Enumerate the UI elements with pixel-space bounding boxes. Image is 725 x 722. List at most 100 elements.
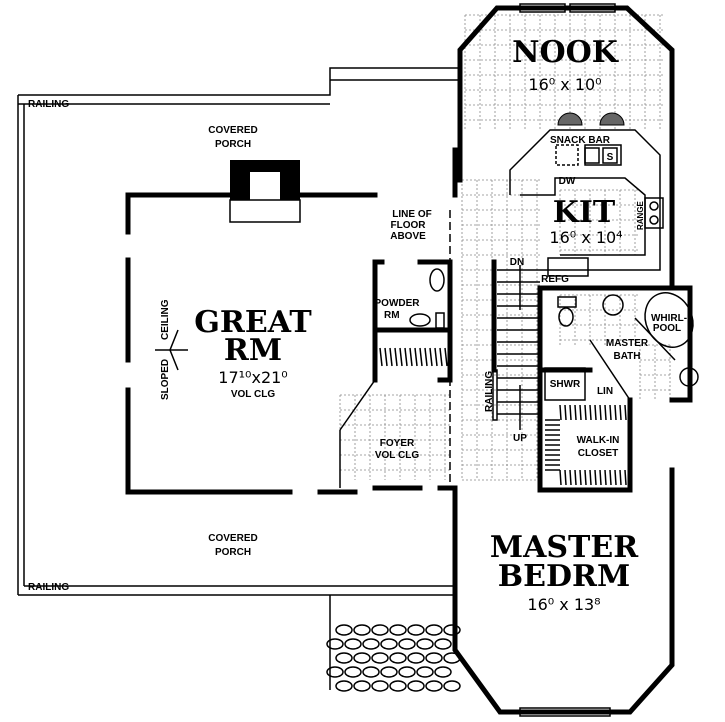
hanger (444, 347, 448, 367)
stone (362, 638, 380, 650)
range-label: RANGE (636, 200, 645, 230)
porch-label: PORCH (215, 547, 251, 558)
snack-bar-label: SNACK BAR (550, 135, 611, 146)
room-dim-kit: 16⁰ x 10⁴ (549, 228, 622, 247)
railing-label: RAILING (484, 371, 495, 412)
stone (389, 652, 407, 664)
hanger (594, 404, 597, 421)
stone (389, 624, 407, 636)
stone (326, 638, 344, 650)
hanger (589, 469, 592, 486)
hanger (439, 347, 443, 367)
hanger (394, 347, 398, 367)
line-of-floor-label: LINE OF (392, 209, 431, 220)
room-name-master-bedrm: MASTER (490, 530, 639, 565)
stone (380, 638, 398, 650)
covered-porch (17, 67, 460, 690)
hanger (424, 347, 428, 367)
porch-label: PORCH (215, 139, 251, 150)
stone (389, 680, 407, 692)
line-of-floor-label: ABOVE (390, 231, 426, 242)
hanger (419, 347, 423, 367)
hanger (604, 469, 607, 486)
whirlpool-label: POOL (653, 323, 681, 334)
hanger (559, 469, 562, 486)
stone (371, 652, 389, 664)
stone (407, 652, 425, 664)
fireplace (229, 160, 301, 223)
sloped-ceiling-label: SLOPED (160, 359, 171, 400)
hanger (429, 347, 433, 367)
hanger (579, 469, 582, 486)
stone (335, 652, 353, 664)
hanger (574, 469, 577, 486)
stone (416, 666, 434, 678)
stone (362, 666, 380, 678)
room-name-powder-rm: POWDER (375, 298, 421, 309)
sink-label: S (607, 152, 614, 163)
whirlpool-label: WHIRL- (651, 313, 687, 324)
room-name-walk-in-closet: CLOSET (578, 448, 619, 459)
stone (425, 680, 443, 692)
stone (371, 680, 389, 692)
hanger (584, 404, 587, 421)
room-dim-nook: 16⁰ x 10⁰ (528, 75, 601, 94)
hanger (384, 347, 388, 367)
stone (407, 624, 425, 636)
hanger (619, 469, 622, 486)
stone (353, 680, 371, 692)
stone (344, 666, 362, 678)
stone (335, 680, 353, 692)
dw-label: DW (559, 176, 576, 187)
hanger (379, 347, 383, 367)
hanger (614, 404, 617, 421)
hanger (414, 347, 418, 367)
hanger (389, 347, 393, 367)
line-of-floor-label: FLOOR (391, 220, 427, 231)
shwr-label: SHWR (550, 379, 581, 390)
stone (335, 624, 353, 636)
hanger (564, 404, 567, 421)
bath-fixtures (409, 268, 699, 401)
hanger (559, 404, 562, 421)
stone (398, 666, 416, 678)
stairs-up-label: UP (513, 433, 527, 444)
hanger (569, 404, 572, 421)
hanger (624, 404, 627, 421)
railing-label: RAILING (28, 582, 69, 593)
room-name-walk-in-closet: WALK-IN (577, 435, 620, 446)
hanger (404, 347, 408, 367)
stone-patio (326, 624, 461, 692)
stone (425, 624, 443, 636)
hanger (599, 469, 602, 486)
hanger (589, 404, 592, 421)
hanger (434, 347, 438, 367)
stone (353, 624, 371, 636)
hanger (594, 469, 597, 486)
hanger (599, 404, 602, 421)
hanger (609, 404, 612, 421)
stone (353, 652, 371, 664)
walls (125, 5, 693, 715)
closet-rods (379, 347, 627, 486)
room-name-master-bath: MASTER (606, 338, 649, 349)
porch-label: COVERED (208, 125, 257, 136)
hanger (619, 404, 622, 421)
kitchen-counter (509, 112, 664, 277)
room-name-nook: NOOK (512, 35, 619, 70)
stone (380, 666, 398, 678)
stone (434, 638, 452, 650)
room-name-great-rm: GREAT (194, 305, 312, 340)
room-note: VOL CLG (375, 450, 419, 461)
sloped-ceiling-label: CEILING (160, 299, 171, 340)
stone (398, 638, 416, 650)
room-name-powder-rm: RM (384, 310, 400, 321)
stone (443, 624, 461, 636)
hanger (614, 469, 617, 486)
windows (519, 3, 616, 717)
hanger (564, 469, 567, 486)
room-dim-great-rm: 17¹⁰x21⁰ (218, 368, 287, 387)
room-note: VOL CLG (231, 389, 275, 400)
railing-label: RAILING (28, 99, 69, 110)
